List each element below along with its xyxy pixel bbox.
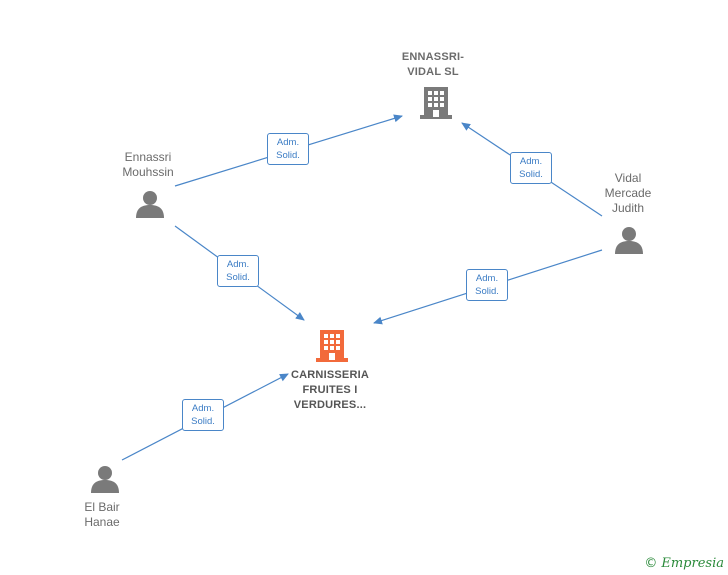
badge-line: Solid. [519,169,543,180]
person-label-vidal-mercade[interactable]: Vidal Mercade Judith [588,171,668,216]
label-line: El Bair [84,500,120,514]
brand-logo: Empresia [661,556,724,571]
label-line: FRUITES I [302,384,358,396]
badge-line: Adm. [475,273,499,284]
label-line: VERDURES... [293,399,367,411]
label-line: ENNASSRI- [401,51,465,63]
label-line: Mercade [604,186,652,200]
company-label-ennassri-vidal[interactable]: ENNASSRI- VIDAL SL [393,50,473,80]
person-label-ennassri-mouhssin[interactable]: Ennassri Mouhssin [108,150,188,180]
badge-line: Adm. [519,156,543,167]
badge-line: Solid. [226,272,250,283]
person-label-el-bair[interactable]: El Bair Hanae [62,500,142,530]
badge-line: Solid. [475,286,499,297]
badge-line: Adm. [276,137,300,148]
label-line: Vidal [614,171,642,185]
building-icon[interactable] [316,328,348,362]
badge-line: Adm. [191,403,215,414]
badge-line: Solid. [191,416,215,427]
label-line: Hanae [84,515,120,529]
label-line: Ennassri [124,150,172,164]
copyright-icon: © [644,556,658,571]
edge-badge: Adm. Solid. [182,399,224,431]
person-icon[interactable] [90,465,120,493]
label-line: CARNISSERIA [291,369,369,381]
person-icon[interactable] [614,226,644,254]
edge-badge: Adm. Solid. [510,152,552,184]
badge-line: Solid. [276,150,300,161]
company-label-carnisseria[interactable]: CARNISSERIA FRUITES I VERDURES... [275,368,385,413]
label-line: Judith [611,201,645,215]
edge-badge: Adm. Solid. [466,269,508,301]
building-icon[interactable] [420,85,452,119]
person-icon[interactable] [135,190,165,218]
edge-badge: Adm. Solid. [267,133,309,165]
badge-line: Adm. [226,259,250,270]
label-line: VIDAL SL [407,66,459,78]
brand-footer: ©Empresia [644,556,724,571]
edge-badge: Adm. Solid. [217,255,259,287]
label-line: Mouhssin [122,165,174,179]
